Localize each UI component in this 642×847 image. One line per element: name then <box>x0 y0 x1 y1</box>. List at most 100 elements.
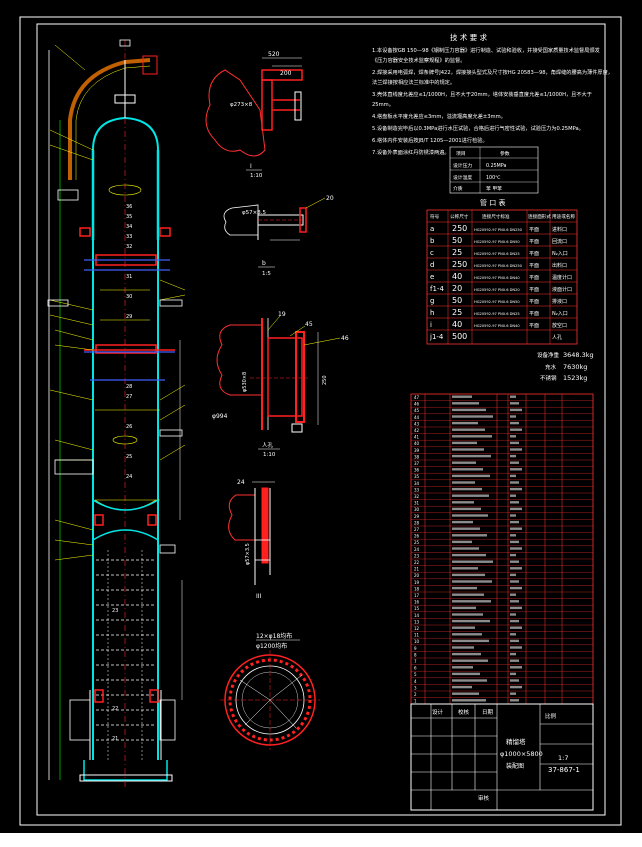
dim-520: 520 <box>268 51 280 58</box>
bom-text-line <box>452 547 479 550</box>
bom-text-line <box>452 593 484 596</box>
bom-text-line <box>452 692 479 695</box>
spec-cell: 100℃ <box>486 175 501 181</box>
nozzle-cell: 40 <box>452 272 462 281</box>
bom-item-number: 27 <box>414 527 420 532</box>
weight-label: 充水 <box>545 363 557 371</box>
nozzle-cell: HG20592-97 PN0.6 DN50 <box>474 240 520 244</box>
nozzle-cell: e <box>430 273 434 281</box>
weight-value: 1523kg <box>563 374 587 382</box>
bom-item-number: 38 <box>414 454 420 459</box>
nozzle-cell: N₂入口 <box>552 251 568 257</box>
bom-text-line <box>452 415 493 418</box>
bom-text-line <box>510 494 516 497</box>
bom-item-number: 43 <box>414 421 420 426</box>
bom-text-line <box>510 454 516 458</box>
bom-item-number: 16 <box>414 600 420 605</box>
bom-item-number: 15 <box>414 606 420 611</box>
nozzle-cell: HG20592-97 PN0.6 DN40 <box>474 324 520 328</box>
bom-item-number: 4 <box>414 679 417 684</box>
tray-num: 25 <box>126 454 132 460</box>
tech-req-line: 法兰焊接按相应法兰标准中的规定。 <box>372 78 455 86</box>
bom-text-line <box>452 507 481 511</box>
bom-item-number: 7 <box>414 659 417 664</box>
bom-text-line <box>510 527 522 530</box>
tech-req-line: 3.壳体直线度允差应≤1/1000H，且不大于20mm，塔体安装垂直度允差≤1/… <box>372 90 592 98</box>
bom-text-line <box>452 468 483 471</box>
bom-item-number: 33 <box>414 487 420 492</box>
bom-text-line <box>510 421 519 425</box>
bom-text-line <box>510 448 522 451</box>
bom-text-line <box>510 560 519 563</box>
bom-text-line <box>452 606 476 610</box>
bom-text-line <box>452 633 482 636</box>
nozzle-cell: 平面 <box>529 275 539 281</box>
weight-label: 不锈钢 <box>540 374 557 382</box>
nozzle-cell: 平面 <box>529 287 539 293</box>
detail-scale-manhole: 1:10 <box>263 452 276 458</box>
tech-req-line: 4.塔盘板水平度允差应≤3mm，溢流堰高度允差±3mm。 <box>372 112 506 120</box>
manhole-num-45: 45 <box>305 321 313 328</box>
bom-item-number: 37 <box>414 461 420 466</box>
bom-item-number: 26 <box>414 534 420 539</box>
bom-text-line <box>452 626 475 629</box>
detail-label-I: I <box>250 163 252 170</box>
bom-item-number: 8 <box>414 652 417 657</box>
bom-item-number: 21 <box>414 567 420 572</box>
bom-item-number: 44 <box>414 415 420 420</box>
bom-item-number: 22 <box>414 560 420 565</box>
bom-item-number: 9 <box>414 646 417 651</box>
bom-text-line <box>510 573 516 577</box>
bom-text-line <box>510 639 519 643</box>
bom-item-number: 45 <box>414 408 420 413</box>
bom-text-line <box>510 520 519 524</box>
nozzle-cell: i <box>430 321 432 329</box>
manhole-num-46: 46 <box>341 335 349 342</box>
nozzle-cell: 液面计口 <box>552 286 572 293</box>
bom-item-number: 13 <box>414 619 420 624</box>
bom-text-line <box>510 468 522 471</box>
tray-num: 33 <box>126 234 132 240</box>
bom-text-line <box>510 685 522 689</box>
plate-note-1: 12×φ18均布 <box>256 632 292 640</box>
spec-cell: 参数 <box>500 150 510 157</box>
title-designer: 设计 <box>432 708 444 716</box>
bom-text-line <box>452 613 483 616</box>
tray-num: 24 <box>126 474 132 480</box>
nozzle-cell: 平面 <box>529 251 539 257</box>
tech-req-line: 6.塔体内件安装后按JB/T 1205—2001进行检验。 <box>372 136 488 144</box>
title-unit: 比例 <box>545 712 557 720</box>
nozzle-cell: HG20592-97 PN0.6 DN25 <box>474 252 520 256</box>
bom-text-line <box>452 540 472 544</box>
nozzle-cell: 50 <box>452 296 462 305</box>
nozzle-cell: f1-4 <box>430 285 444 293</box>
bom-text-line <box>452 580 492 583</box>
bom-item-number: 12 <box>414 626 420 631</box>
bom-text-line <box>510 408 522 412</box>
nozzle-cell: 进料口 <box>552 226 567 233</box>
bom-text-line <box>510 514 516 517</box>
outer-frame <box>19 16 622 826</box>
detail-label-b: b <box>262 260 266 267</box>
plate-note-2: φ1200均布 <box>256 642 287 650</box>
bom-text-line <box>452 402 479 405</box>
nozzle-header: 符号 <box>430 213 440 220</box>
bom-item-number: 23 <box>414 553 420 558</box>
tray-num: 22 <box>112 706 118 712</box>
nozzle-cell: 平面 <box>529 227 539 233</box>
tech-req-line: 2.焊接采用电弧焊，焊条牌号J422，焊接接头型式及尺寸按HG 20583—98… <box>372 68 613 76</box>
nozzle-cell: j1-4 <box>429 333 444 341</box>
bom-item-number: 10 <box>414 639 420 644</box>
nozzle-header: 连接面形式 <box>528 213 551 220</box>
bom-text-line <box>510 474 516 478</box>
nozzle-cell: 平面 <box>529 323 539 329</box>
bom-text-line <box>452 567 478 570</box>
nozzle-cell: h <box>430 309 434 317</box>
bom-item-number: 29 <box>414 514 420 519</box>
bom-text-line <box>510 652 516 656</box>
bom-text-line <box>510 626 522 629</box>
detail-b: 20 φ57×3.5 b 1:5 <box>223 195 334 277</box>
bom-text-line <box>510 481 519 484</box>
bom-item-number: 19 <box>414 580 420 585</box>
bom-text-line <box>452 421 478 425</box>
